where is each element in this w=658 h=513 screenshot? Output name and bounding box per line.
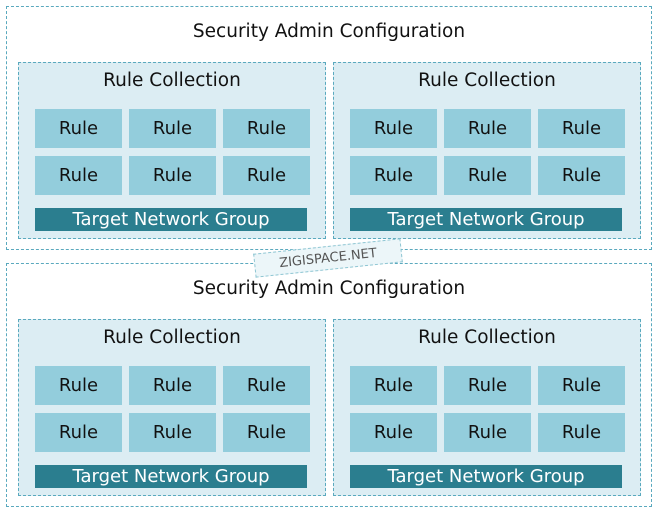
rule-box: Rule xyxy=(444,109,531,148)
rule-box: Rule xyxy=(444,366,531,405)
target-network-group: Target Network Group xyxy=(35,465,307,488)
collection-title: Rule Collection xyxy=(418,70,556,91)
rule-box: Rule xyxy=(129,109,216,148)
rule-box: Rule xyxy=(129,366,216,405)
rule-box: Rule xyxy=(538,156,625,195)
rule-box: Rule xyxy=(444,156,531,195)
rule-box: Rule xyxy=(35,366,122,405)
target-network-group: Target Network Group xyxy=(350,465,622,488)
rule-box: Rule xyxy=(538,109,625,148)
rule-box: Rule xyxy=(350,366,437,405)
rule-collection: Rule Collection Rule Rule Rule Rule Rule… xyxy=(18,319,326,496)
target-network-group: Target Network Group xyxy=(350,208,622,231)
rule-box: Rule xyxy=(538,366,625,405)
rule-box: Rule xyxy=(350,413,437,452)
rule-box: Rule xyxy=(223,366,310,405)
rule-box: Rule xyxy=(223,109,310,148)
rule-box: Rule xyxy=(35,109,122,148)
rule-box: Rule xyxy=(129,413,216,452)
rule-box: Rule xyxy=(35,413,122,452)
security-admin-configuration: Security Admin Configuration Rule Collec… xyxy=(6,263,652,507)
collection-title: Rule Collection xyxy=(103,327,241,348)
config-title: Security Admin Configuration xyxy=(192,278,466,299)
rule-box: Rule xyxy=(350,109,437,148)
target-network-group: Target Network Group xyxy=(35,208,307,231)
rule-collection: Rule Collection Rule Rule Rule Rule Rule… xyxy=(333,319,641,496)
rule-box: Rule xyxy=(444,413,531,452)
rule-box: Rule xyxy=(538,413,625,452)
security-admin-configuration: Security Admin Configuration Rule Collec… xyxy=(6,6,652,250)
rule-box: Rule xyxy=(129,156,216,195)
config-title: Security Admin Configuration xyxy=(192,21,466,42)
collection-title: Rule Collection xyxy=(103,70,241,91)
rule-box: Rule xyxy=(223,413,310,452)
rule-box: Rule xyxy=(35,156,122,195)
collection-title: Rule Collection xyxy=(418,327,556,348)
rule-collection: Rule Collection Rule Rule Rule Rule Rule… xyxy=(18,62,326,239)
rule-box: Rule xyxy=(350,156,437,195)
rule-collection: Rule Collection Rule Rule Rule Rule Rule… xyxy=(333,62,641,239)
rule-box: Rule xyxy=(223,156,310,195)
